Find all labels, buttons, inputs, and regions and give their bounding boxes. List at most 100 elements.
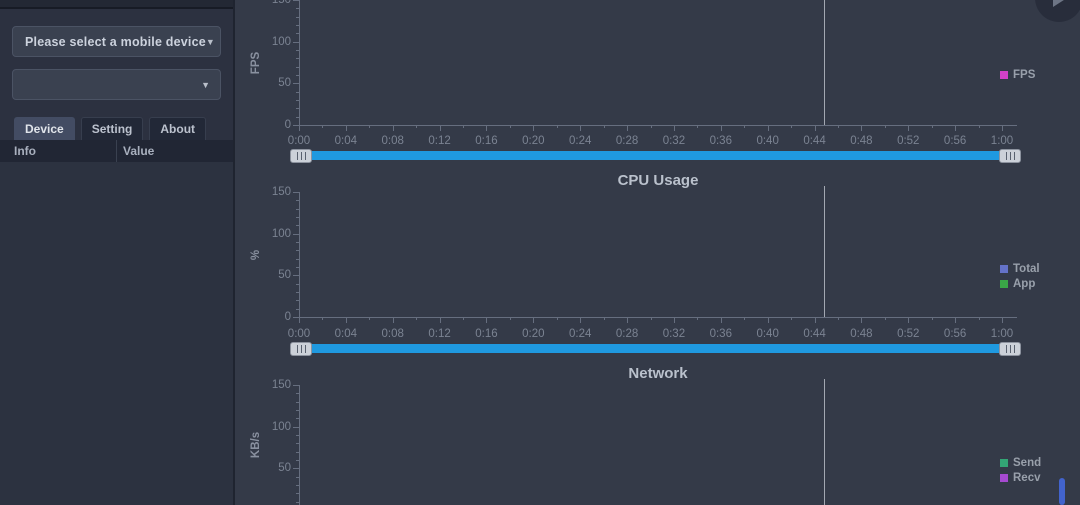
x-minor-tick (369, 317, 371, 320)
x-tick-label: 0:28 (615, 328, 639, 340)
x-tick (673, 317, 675, 323)
y-tick (296, 300, 299, 302)
y-tick (296, 451, 299, 453)
y-tick (296, 108, 299, 110)
y-tick (296, 476, 299, 478)
x-tick (299, 317, 300, 323)
y-tick-label: 0 (284, 311, 291, 323)
x-tick-label: 0:12 (428, 135, 451, 147)
y-tick (296, 66, 299, 68)
x-minor-tick (509, 125, 511, 128)
y-tick (296, 443, 299, 445)
y-axis-line (299, 0, 300, 125)
sidebar-tabs: Device Setting About (14, 117, 207, 140)
x-minor-tick (322, 317, 324, 320)
y-tick-label: 0 (284, 119, 291, 131)
x-tick-label: 0:00 (287, 328, 311, 340)
y-tick (296, 217, 299, 218)
y-tick-label: 50 (278, 269, 291, 282)
chevron-down-icon: ▼ (205, 36, 215, 47)
y-tick (296, 308, 299, 310)
y-axis-line (299, 192, 300, 317)
y-tick (293, 0, 299, 1)
play-button[interactable] (1035, 0, 1080, 22)
y-axis-name: % (250, 249, 262, 260)
y-tick-label: 150 (271, 379, 291, 391)
y-tick (296, 100, 299, 101)
range-scrollbar[interactable] (290, 149, 1021, 163)
legend-item-total[interactable]: Total (1000, 263, 1040, 275)
column-header-value: Value (123, 144, 155, 158)
legend-item-fps[interactable]: FPS (1000, 69, 1035, 81)
y-tick (296, 8, 299, 10)
x-minor-tick (416, 317, 418, 320)
x-minor-tick (463, 317, 465, 320)
x-minor-tick (884, 317, 886, 320)
x-tick (720, 125, 722, 131)
range-scrollbar-handle-right[interactable] (999, 149, 1021, 163)
x-tick-label: 0:16 (475, 328, 498, 340)
legend-item-send[interactable]: Send (1000, 457, 1041, 469)
y-tick (296, 401, 299, 403)
range-scrollbar[interactable] (290, 342, 1021, 356)
x-tick (580, 125, 582, 131)
x-tick-label: 0:56 (943, 135, 967, 147)
x-minor-tick (416, 125, 418, 128)
x-axis-line (299, 317, 1017, 318)
tab-setting[interactable]: Setting (80, 117, 144, 140)
x-tick (767, 317, 769, 323)
x-tick (486, 317, 488, 323)
x-tick-label: 0:40 (756, 135, 779, 147)
x-tick-label: 0:52 (897, 135, 920, 147)
legend-item-app[interactable]: App (1000, 278, 1035, 290)
grip-icon (1005, 345, 1015, 353)
secondary-select[interactable]: ▼ (12, 69, 221, 100)
x-tick (392, 317, 394, 323)
chevron-down-icon: ▼ (201, 79, 210, 90)
x-tick (392, 125, 394, 131)
tab-device[interactable]: Device (14, 117, 75, 140)
y-tick (296, 25, 299, 26)
device-select[interactable]: Please select a mobile device ▼ (12, 26, 221, 57)
y-tick (296, 460, 299, 461)
range-scrollbar-handle-left[interactable] (290, 149, 312, 163)
x-tick (814, 317, 816, 323)
x-tick (720, 317, 722, 323)
y-axis-name: KB/s (250, 431, 262, 459)
crosshair-line (824, 379, 825, 505)
x-minor-tick (791, 125, 793, 128)
x-tick-label: 0:48 (850, 328, 873, 340)
x-tick-label: 0:36 (709, 135, 732, 147)
x-tick (673, 125, 675, 131)
y-tick (296, 292, 299, 293)
tab-about[interactable]: About (149, 117, 207, 140)
range-scrollbar-track[interactable] (292, 344, 1019, 353)
x-minor-tick (463, 125, 465, 128)
legend-item-recv[interactable]: Recv (1000, 472, 1041, 484)
y-tick (296, 208, 299, 210)
x-tick (580, 317, 582, 323)
x-tick-label: 0:08 (381, 328, 404, 340)
play-icon (1053, 0, 1067, 7)
range-scrollbar-handle-left[interactable] (290, 342, 312, 356)
x-minor-tick (884, 125, 886, 128)
x-tick-label: 0:44 (803, 135, 826, 147)
x-tick (533, 125, 535, 131)
x-tick (908, 125, 910, 131)
x-tick (955, 125, 957, 131)
range-scrollbar-handle-right[interactable] (999, 342, 1021, 356)
grip-icon (296, 152, 306, 160)
y-tick (296, 283, 299, 285)
vertical-scrollbar-thumb[interactable] (1059, 478, 1065, 505)
info-table-body (0, 162, 233, 505)
legend-marker (1000, 265, 1008, 273)
y-tick (296, 267, 299, 268)
x-minor-tick (603, 125, 605, 128)
x-tick-label: 0:28 (615, 135, 639, 147)
y-tick (296, 418, 299, 420)
y-tick-label: 150 (271, 186, 291, 198)
x-minor-tick (837, 125, 839, 128)
x-minor-tick (697, 317, 699, 320)
range-scrollbar-track[interactable] (292, 151, 1019, 160)
